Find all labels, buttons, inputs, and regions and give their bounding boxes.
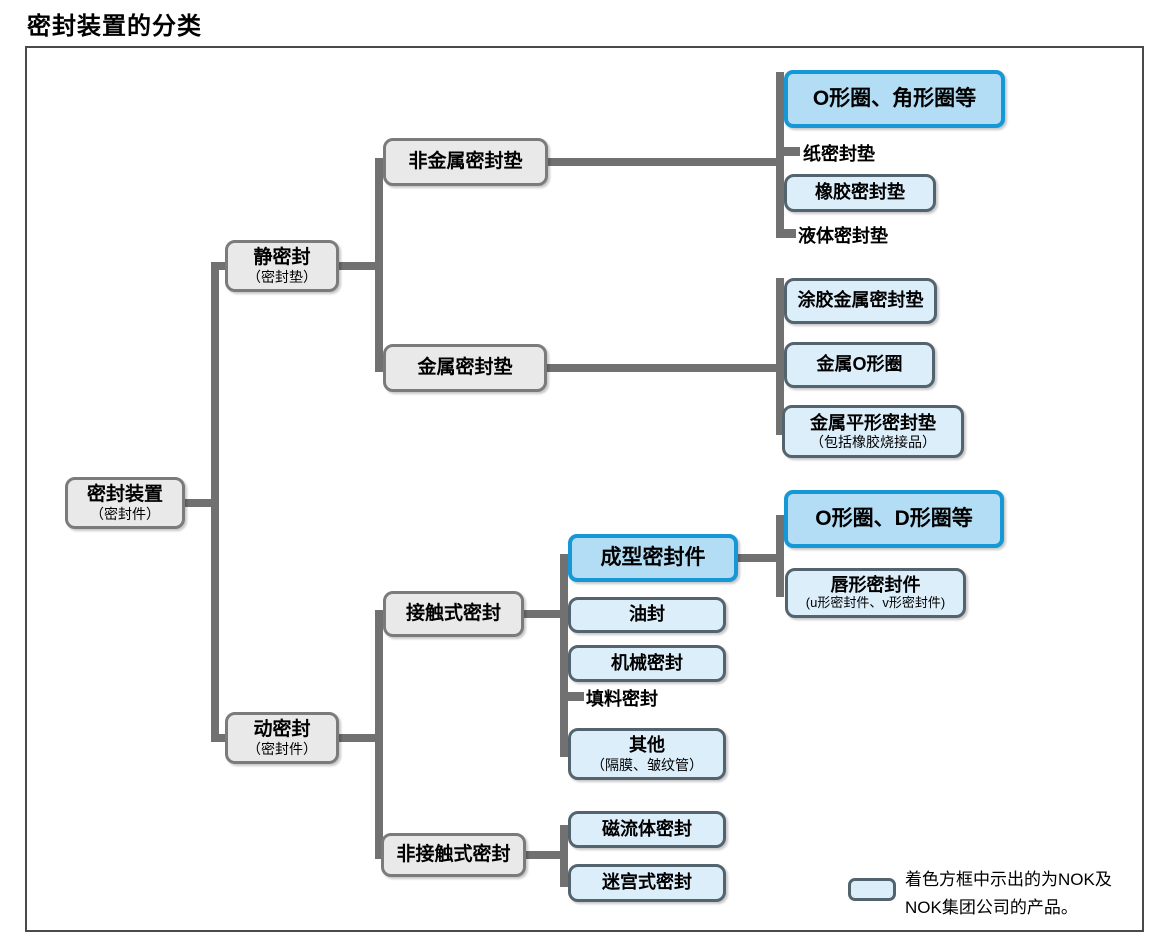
node-oil-seal: 油封 [568,597,726,633]
connector-trunk-molded-children [776,515,784,597]
node-dynamic-seal: 动密封 （密封件） [225,712,339,764]
node-o-ring-d-ring: O形圈、D形圈等 [784,490,1004,548]
connector-trunk-level1 [211,262,219,742]
node-lip-seal: 唇形密封件 (u形密封件、v形密封件) [785,568,966,618]
connector-trunk-contact-children [560,554,568,757]
legend-highlight-swatch [848,878,896,901]
legend-text: 着色方框中示出的为NOK及 NOK集团公司的产品。 [905,866,1155,922]
connector-trunk-metal-children [776,278,784,435]
node-label: 迷宫式密封 [602,872,692,893]
connector-noncontact-h [526,851,560,859]
node-label: 成型密封件 [600,546,706,570]
node-label: 其他 [629,735,665,756]
node-label: 唇形密封件 [830,574,921,595]
node-label: 磁流体密封 [602,818,692,839]
node-molded-seal: 成型密封件 [568,534,738,582]
node-label: 非接触式密封 [396,843,511,865]
connector-packing-tick [568,692,584,701]
node-metal-flat-gasket: 金属平形密封垫 （包括橡胶烧接品） [782,405,964,458]
node-noncontact-seal: 非接触式密封 [381,833,526,877]
node-label: O形圈、D形圈等 [815,507,973,531]
node-sublabel: （包括橡胶烧接品） [810,434,936,451]
connector-trunk-static-children [375,158,383,372]
node-label: 密封装置 [86,483,163,505]
node-label: 涂胶金属密封垫 [797,290,924,311]
node-label: 橡胶密封垫 [815,182,905,203]
node-packing-seal: 填料密封 [586,689,658,709]
node-sublabel: （密封垫） [247,269,317,286]
connector-static-stub [219,262,225,270]
connector-trunk-dynamic-children [375,610,383,859]
connector-root-h [185,499,211,507]
node-mechanical-seal: 机械密封 [568,645,726,682]
connector-dynamic-h [339,734,375,742]
node-label: 金属密封垫 [417,356,513,378]
node-contact-seal: 接触式密封 [383,591,524,637]
node-others: 其他 （隔膜、皱纹管） [568,728,726,780]
node-label: 接触式密封 [405,602,501,624]
legend-line-1: 着色方框中示出的为NOK及 [905,870,1112,889]
node-label: 金属O形圈 [816,354,903,375]
node-labyrinth-seal: 迷宫式密封 [568,864,726,902]
connector-contact-h [524,610,560,618]
connector-trunk-noncontact-children [560,825,568,887]
node-label: 动密封 [253,718,311,740]
node-o-ring-corner-ring: O形圈、角形圈等 [784,70,1005,128]
node-liquid-gasket: 液体密封垫 [798,226,888,246]
node-label: 金属平形密封垫 [810,412,936,433]
connector-static-h [339,262,375,270]
connector-molded-h [738,554,776,562]
node-sublabel: (u形密封件、v形密封件) [805,595,946,611]
connector-trunk-nonmetal-children [776,72,784,238]
node-coated-metal-gasket: 涂胶金属密封垫 [784,278,937,324]
node-paper-gasket: 纸密封垫 [803,144,875,164]
node-magnetic-fluid-seal: 磁流体密封 [568,811,726,848]
connector-dynamic-stub [219,734,225,742]
node-sealing-device: 密封装置 （密封件） [65,477,185,529]
connector-nonmetal-h [548,158,776,166]
diagram-frame [25,46,1144,932]
node-nonmetal-gasket: 非金属密封垫 [383,138,548,186]
connector-paper-tick [784,147,800,156]
node-label: 机械密封 [611,652,683,673]
legend-line-2: NOK集团公司的产品。 [905,898,1078,917]
node-sublabel: （密封件） [247,741,317,758]
node-sublabel: （密封件） [90,506,160,523]
node-label: 油封 [629,604,665,625]
node-metal-gasket: 金属密封垫 [383,344,547,392]
connector-metal-h [547,364,776,372]
node-label: O形圈、角形圈等 [812,87,977,111]
node-rubber-gasket: 橡胶密封垫 [784,174,936,212]
node-static-seal: 静密封 （密封垫） [225,240,339,292]
node-metal-o-ring: 金属O形圈 [784,342,935,388]
node-label: 静密封 [253,246,311,268]
node-sublabel: （隔膜、皱纹管） [591,756,703,773]
page-title: 密封装置的分类 [27,13,202,40]
node-label: 非金属密封垫 [408,150,523,172]
connector-liquid-tick [784,229,796,238]
